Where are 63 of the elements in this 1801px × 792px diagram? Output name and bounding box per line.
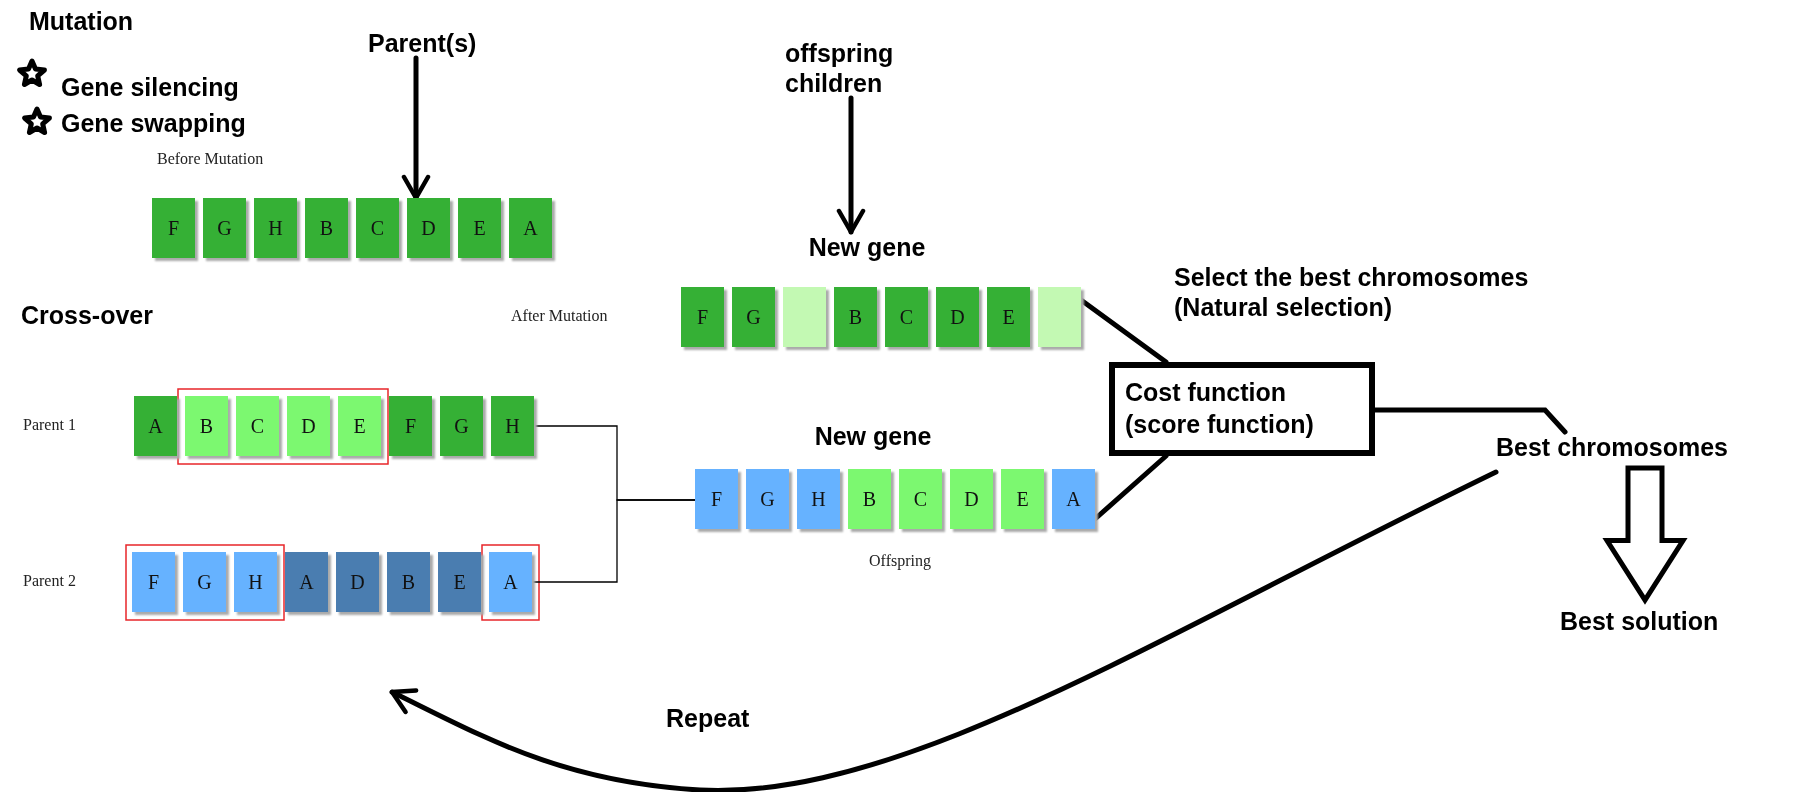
row-caption: Offspring xyxy=(869,552,931,570)
gene-cell: C xyxy=(356,198,399,258)
gene-cell: B xyxy=(834,287,877,347)
gene-cell: G xyxy=(440,396,483,456)
result-label: Best chromosomes xyxy=(1496,432,1729,462)
gene-cell: A xyxy=(134,396,177,456)
row-label: Parent 1 xyxy=(23,416,76,434)
gene-cell: D xyxy=(936,287,979,347)
gene-cell: A xyxy=(489,552,532,612)
gene-cell: F xyxy=(132,552,175,612)
gene-cell: E xyxy=(438,552,481,612)
arrow xyxy=(389,469,1499,792)
gene-cell xyxy=(783,287,826,347)
gene-cell: C xyxy=(885,287,928,347)
gene-cell: E xyxy=(338,396,381,456)
connector-line xyxy=(531,499,696,583)
arrow xyxy=(836,95,866,235)
gene-cell xyxy=(1038,287,1081,347)
gene-cell: E xyxy=(458,198,501,258)
row-heading: New gene xyxy=(808,232,926,262)
gene-cell: H xyxy=(797,469,840,529)
gene-cell: E xyxy=(987,287,1030,347)
row-label: Before Mutation xyxy=(157,150,264,168)
gene-cell: A xyxy=(509,198,552,258)
gene-cell: F xyxy=(695,469,738,529)
gene-cell: B xyxy=(305,198,348,258)
gene-cell: G xyxy=(732,287,775,347)
arrow xyxy=(401,55,431,201)
list-item: Gene swapping xyxy=(61,108,246,138)
gene-cell: H xyxy=(234,552,277,612)
gene-cell: F xyxy=(152,198,195,258)
function-box: Cost function (score function) xyxy=(1109,362,1375,456)
gene-cell: G xyxy=(183,552,226,612)
gene-cell: C xyxy=(236,396,279,456)
gene-cell: D xyxy=(336,552,379,612)
row-heading: New gene xyxy=(814,421,932,451)
gene-cell: B xyxy=(185,396,228,456)
section-title: Cross-over xyxy=(21,300,153,330)
block-arrow xyxy=(1602,465,1688,605)
gene-cell: D xyxy=(287,396,330,456)
gene-cell: B xyxy=(848,469,891,529)
gene-cell: A xyxy=(285,552,328,612)
gene-cell: D xyxy=(407,198,450,258)
parent-label: Parent(s) xyxy=(368,28,477,58)
gene-cell: C xyxy=(899,469,942,529)
gene-cell: H xyxy=(254,198,297,258)
gene-cell: E xyxy=(1001,469,1044,529)
gene-cell: D xyxy=(950,469,993,529)
gene-cell: B xyxy=(387,552,430,612)
gene-cell: G xyxy=(746,469,789,529)
edge-label: Repeat xyxy=(666,703,750,733)
offspring-label: offspring children xyxy=(785,38,915,98)
gene-cell: F xyxy=(389,396,432,456)
row-label: After Mutation xyxy=(511,307,608,325)
note-text: Select the best chromosomes (Natural selection) xyxy=(1174,262,1530,322)
gene-cell: G xyxy=(203,198,246,258)
gene-cell: F xyxy=(681,287,724,347)
section-title: Mutation xyxy=(29,6,134,36)
gene-cell: H xyxy=(491,396,534,456)
row-label: Parent 2 xyxy=(23,572,76,590)
list-item: Gene silencing xyxy=(61,72,239,102)
result-label: Best solution xyxy=(1560,606,1719,636)
gene-cell: A xyxy=(1052,469,1095,529)
